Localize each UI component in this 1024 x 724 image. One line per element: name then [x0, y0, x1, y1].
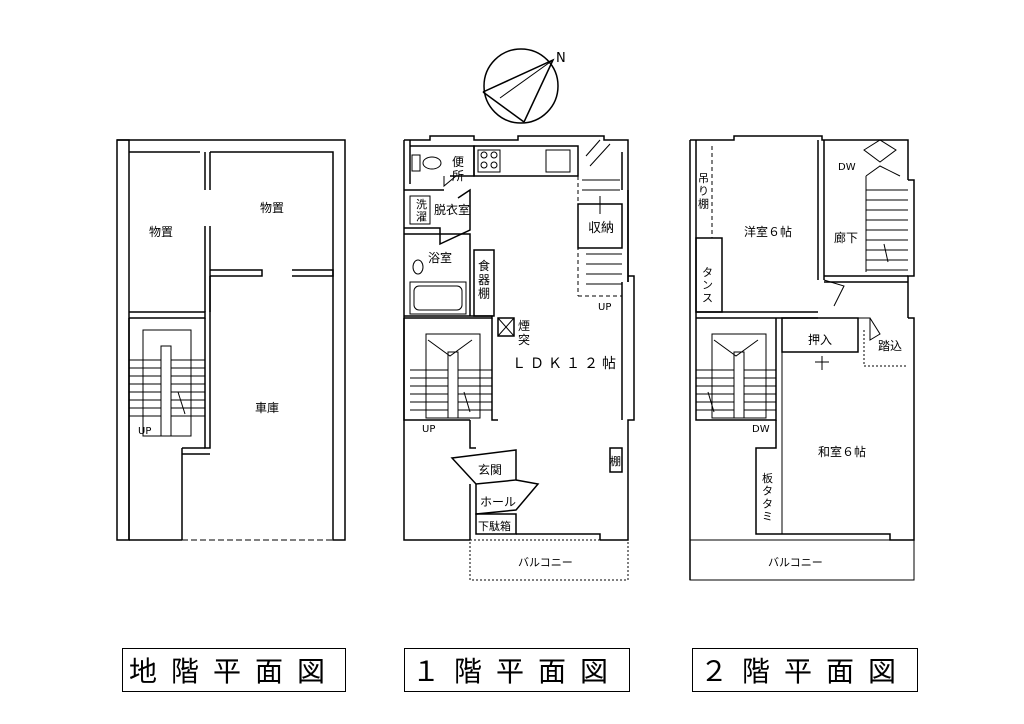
room-label: 押入: [808, 333, 832, 347]
room-label: 物置: [149, 225, 173, 239]
room-label: 板タタミ: [762, 471, 773, 523]
floor2-caption: ２階平面図: [692, 648, 918, 692]
room-label: 和室６帖: [818, 444, 866, 459]
room-label: 下駄箱: [478, 519, 511, 533]
room-label: UP: [422, 424, 435, 435]
room-label: ホール: [480, 495, 516, 509]
room-label: 脱衣室: [434, 202, 470, 217]
floor1-plan: 便所 洗濯 脱衣室 浴室 食器棚 収納 UP 煙突 ＬＤＫ１２帖 UP 棚 玄関…: [403, 135, 635, 581]
room-label: 棚: [610, 454, 621, 468]
room-label: 踏込: [878, 339, 902, 353]
room-label: 物置: [260, 201, 284, 215]
room-label: 車庫: [255, 401, 279, 415]
room-label: DW: [838, 162, 856, 173]
floor1-caption: １階平面図: [404, 648, 630, 692]
room-label: 収納: [588, 221, 614, 236]
basement-plan: 物置 物置 車庫 UP: [116, 139, 346, 541]
room-label: DW: [752, 424, 770, 435]
room-label: UP: [598, 302, 611, 313]
room-label: バルコニー: [518, 556, 573, 569]
room-label: 吊り棚: [698, 172, 709, 210]
north-label: N: [556, 51, 566, 66]
room-label: UP: [138, 426, 151, 437]
floor2-plan: 吊り棚 DW 洋室６帖 廊下 タンス 押入 踏込 DW 和室６帖 板タタミ バル…: [689, 135, 915, 581]
room-label: 便所: [452, 155, 464, 183]
room-label: 玄関: [478, 462, 502, 477]
room-label: タンス: [702, 266, 713, 304]
room-label: ＬＤＫ１２帖: [512, 356, 620, 372]
room-label: バルコニー: [768, 556, 823, 569]
room-label: 食器棚: [478, 258, 490, 301]
north-compass: N: [482, 48, 566, 124]
room-label: 洗濯: [416, 198, 427, 224]
room-label: 廊下: [834, 230, 858, 245]
room-label: 浴室: [428, 250, 452, 265]
basement-caption: 地階平面図: [122, 648, 346, 692]
room-label: 煙突: [518, 319, 530, 347]
room-label: 洋室６帖: [744, 224, 792, 239]
